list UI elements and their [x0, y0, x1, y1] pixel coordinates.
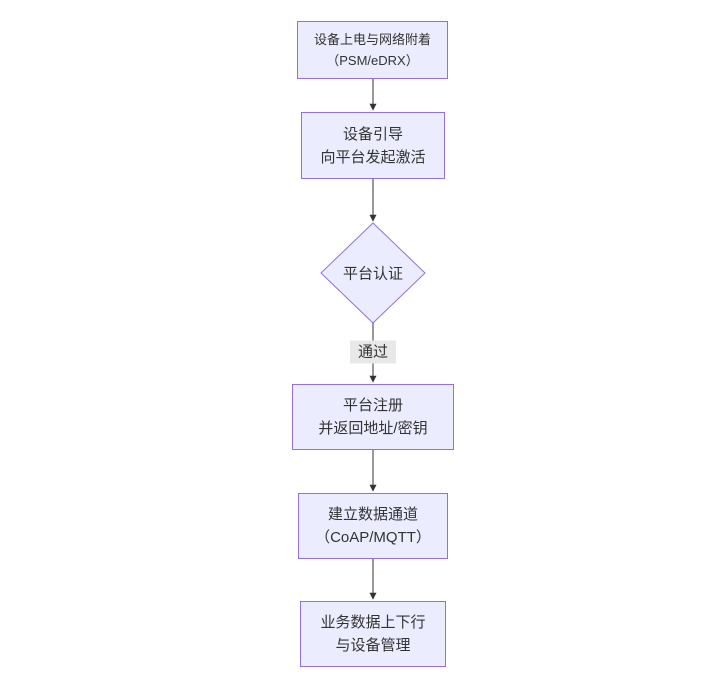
flowchart-node-device-power-attach: 设备上电与网络附着 （PSM/eDRX）: [297, 21, 448, 79]
node-label-line: 设备上电与网络附着: [313, 32, 431, 47]
flowchart-node-platform-register: 平台注册 并返回地址/密钥: [292, 384, 454, 450]
node-label-line: （CoAP/MQTT）: [315, 529, 431, 546]
node-label-line: 业务数据上下行: [320, 614, 426, 631]
flowchart-node-platform-auth-decision-label: 平台认证: [342, 265, 404, 283]
flowchart-node-business-data: 业务数据上下行 与设备管理: [300, 601, 446, 667]
flowchart-node-device-bootstrap: 设备引导 向平台发起激活: [301, 112, 445, 179]
node-label-line: 与设备管理: [335, 637, 411, 654]
node-label-line: 建立数据通道: [327, 506, 418, 523]
node-label-line: 设备引导: [342, 125, 403, 143]
node-label-line: 并返回地址/密钥: [318, 420, 428, 437]
node-label-line: 平台注册: [342, 397, 403, 414]
node-label-line: （PSM/eDRX）: [326, 53, 419, 68]
node-label-line: 向平台发起激活: [320, 148, 426, 166]
edge-label-pass: 通过: [349, 340, 397, 364]
flowchart-node-data-channel: 建立数据通道 （CoAP/MQTT）: [298, 493, 448, 559]
